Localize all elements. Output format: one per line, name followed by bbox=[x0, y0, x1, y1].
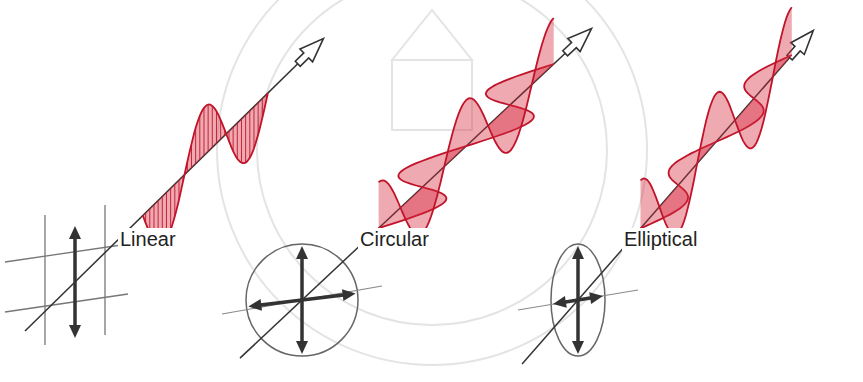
reference-frame bbox=[5, 294, 128, 312]
wave-hatch bbox=[253, 107, 254, 149]
axis-line bbox=[522, 47, 799, 364]
wave-fill bbox=[379, 64, 554, 228]
wave-fill bbox=[379, 18, 554, 235]
wave-hatch bbox=[216, 111, 217, 143]
wave-hatch bbox=[237, 123, 238, 159]
field-arrowhead bbox=[342, 289, 356, 301]
wave-hatch bbox=[245, 115, 246, 163]
wave-curve bbox=[379, 64, 554, 228]
polarization-ellipse bbox=[551, 244, 605, 356]
polarization-label: Circular bbox=[358, 228, 431, 251]
field-arrowhead bbox=[589, 292, 603, 304]
field-vector bbox=[561, 297, 595, 302]
wave-hatch bbox=[199, 116, 200, 160]
wave-hatch bbox=[195, 128, 196, 164]
polarization-label: Linear bbox=[118, 228, 178, 251]
polarization-circle bbox=[246, 244, 358, 356]
wave-fill bbox=[641, 7, 792, 235]
wave-fill bbox=[143, 93, 268, 245]
field-vector bbox=[256, 295, 347, 306]
wave-hatch bbox=[208, 105, 209, 152]
field-arrowhead bbox=[69, 226, 81, 239]
wave-curve bbox=[379, 18, 554, 235]
wave-hatch bbox=[233, 127, 234, 151]
wave-hatch bbox=[212, 106, 213, 148]
wave-hatch bbox=[249, 111, 250, 158]
wave-hatch bbox=[241, 119, 242, 163]
wave-hatch bbox=[170, 188, 171, 230]
watermark-seal bbox=[217, 0, 647, 365]
reference-frame bbox=[104, 205, 105, 335]
wave-curve bbox=[143, 93, 268, 245]
propagation-arrow bbox=[295, 39, 323, 67]
field-arrowhead bbox=[248, 299, 262, 311]
wave-curve bbox=[641, 7, 792, 235]
field-arrowhead bbox=[69, 325, 81, 338]
field-arrowhead bbox=[572, 246, 584, 259]
propagation-arrow bbox=[563, 29, 592, 56]
field-arrowhead bbox=[572, 341, 584, 354]
wave-hatch bbox=[203, 108, 204, 156]
reference-frame bbox=[44, 215, 45, 345]
field-arrowhead bbox=[296, 341, 308, 354]
field-vector bbox=[73, 234, 77, 330]
polarization-label: Elliptical bbox=[622, 228, 699, 251]
field-arrowhead bbox=[296, 246, 308, 259]
field-arrowhead bbox=[553, 296, 567, 308]
axis-line bbox=[25, 54, 308, 331]
reference-frame bbox=[5, 244, 128, 262]
wave-hatch bbox=[174, 184, 175, 216]
